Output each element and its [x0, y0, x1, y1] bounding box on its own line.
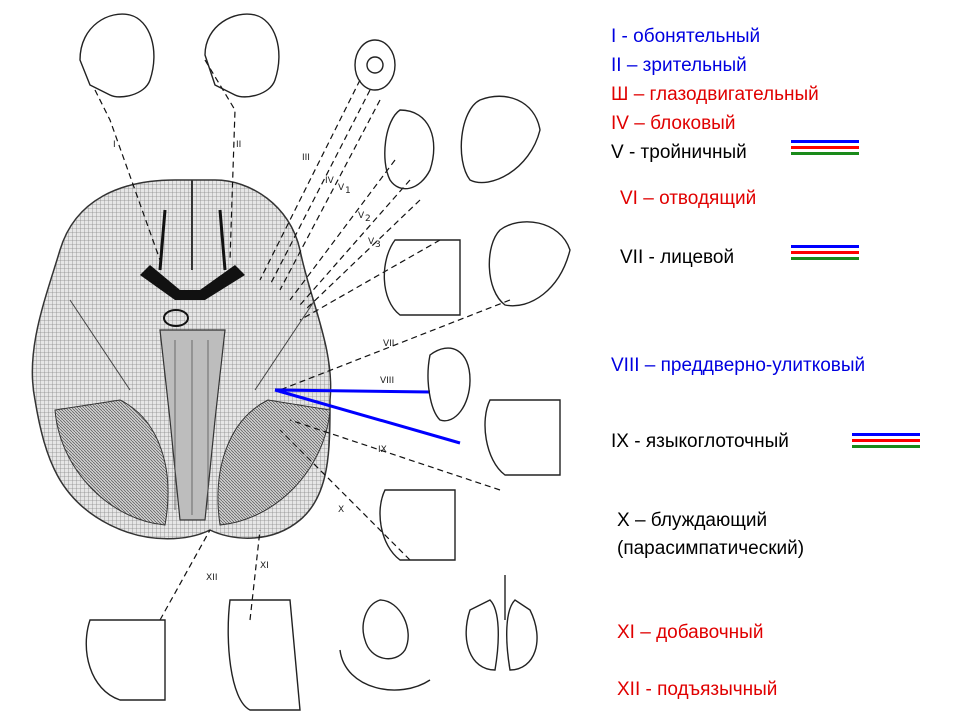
target-organ-sketches	[79, 13, 571, 711]
label-n11: XI	[260, 561, 269, 571]
label-v1: V	[338, 183, 345, 193]
label-v3: V	[368, 237, 375, 247]
label-n7: VII	[383, 339, 394, 349]
nerve-numeral-labels: I II III IV V 1 V 2 V 3 VII VIII IX X XI…	[113, 140, 394, 583]
label-n9: IX	[378, 445, 387, 455]
n5-fiber-lines	[791, 140, 859, 160]
label-n2: II	[236, 140, 241, 150]
legend-n1: I - обонятельный	[611, 26, 761, 47]
legend-n11: XI – добавочный	[617, 622, 764, 643]
legend-n7: VII - лицевой	[620, 247, 735, 268]
label-v2-sub: 2	[365, 214, 371, 224]
label-n8: VIII	[380, 376, 394, 386]
n9-fiber-lines	[852, 433, 920, 453]
legend-n9: IX - языкоглоточный	[611, 431, 789, 452]
legend-n10: X – блуждающий	[617, 510, 768, 531]
label-n3: III	[302, 153, 310, 163]
label-v2: V	[358, 211, 365, 221]
legend-n2: II – зрительный	[611, 55, 747, 76]
n7-fiber-lines	[791, 245, 859, 265]
label-n4: IV	[325, 176, 335, 186]
legend-n12: XII - подъязычный	[617, 679, 778, 700]
label-v1-sub: 1	[345, 186, 351, 196]
cranial-nerves-figure: I II III IV V 1 V 2 V 3 VII VIII IX X XI…	[31, 13, 571, 711]
label-v3-sub: 3	[375, 240, 381, 250]
label-n10: X	[338, 505, 344, 515]
brain-base-illustration	[31, 179, 332, 540]
legend-n3: Ш – глазодвигательный	[611, 84, 819, 105]
legend-n6: VI – отводящий	[620, 188, 757, 209]
label-n12: XII	[206, 573, 217, 583]
legend-n4: IV – блоковый	[611, 113, 736, 134]
vestibulocochlear-highlight	[274, 388, 461, 445]
legend-n10-note: (парасимпатический)	[617, 538, 805, 559]
legend-n8: VIII – преддверно-улитковый	[611, 355, 866, 376]
label-n1: I	[113, 140, 116, 150]
legend-n5: V - тройничный	[611, 142, 747, 163]
nerve-paths	[94, 59, 511, 621]
